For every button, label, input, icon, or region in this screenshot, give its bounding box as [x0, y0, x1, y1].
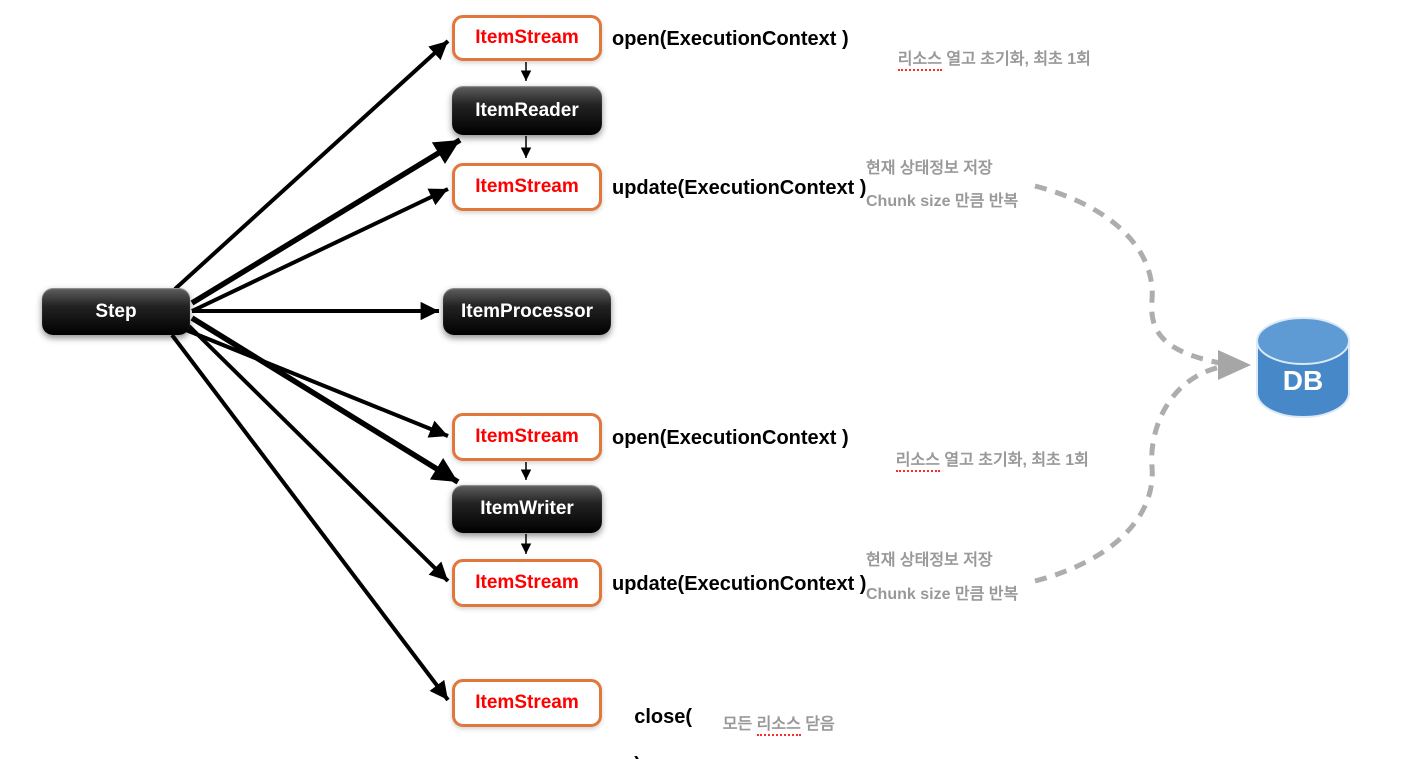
method-close-line2: ) — [634, 754, 641, 759]
method-close-line1: close( — [634, 706, 693, 728]
note-reader-update-line2: Chunk size 만큼 반복 — [866, 193, 1019, 210]
arrow-step-to-itemwriter — [190, 315, 460, 485]
arrow-step-to-itemstream-update-reader — [191, 187, 449, 313]
db-cylinder-top — [1256, 317, 1350, 365]
itemreader-label: ItemReader — [475, 99, 579, 121]
note-rest: 열고 초기화, 최초 1회 — [941, 51, 1091, 68]
arrow-step-to-itemreader — [190, 137, 462, 306]
arrow-step-to-itemstream-update-writer — [187, 324, 450, 583]
dashed-arrowhead-to-db — [1218, 350, 1251, 380]
itemstream-label: ItemStream — [475, 27, 579, 48]
itemstream-label: ItemStream — [475, 692, 579, 713]
method-update-writer: update(ExecutionContext ) — [612, 573, 867, 595]
itemwriter-node: ItemWriter — [452, 485, 602, 533]
itemstream-update-reader-node: ItemStream — [452, 163, 602, 211]
itemstream-close-node: ItemStream — [452, 679, 602, 727]
note-writer-update-line1: 현재 상태정보 저장 — [866, 552, 993, 569]
note-close: 모든 리소스 닫음 — [705, 692, 835, 752]
note-rest: 열고 초기화, 최초 1회 — [939, 452, 1089, 469]
note-prefix: 모든 — [722, 716, 757, 733]
itemwriter-label: ItemWriter — [480, 498, 574, 519]
dashed-arrow-reader-update-to-db — [1034, 183, 1221, 366]
itemstream-label: ItemStream — [475, 176, 579, 197]
itemstream-label: ItemStream — [475, 426, 579, 447]
itemstream-open-writer-node: ItemStream — [452, 413, 602, 461]
method-open-writer: open(ExecutionContext ) — [612, 427, 849, 449]
db-cylinder: DB — [1256, 317, 1350, 418]
note-highlight: 리소스 — [756, 716, 801, 736]
dashed-arrow-writer-update-to-db — [1034, 364, 1221, 584]
itemprocessor-node: ItemProcessor — [443, 288, 611, 335]
arrow-step-to-itemstream-open-reader — [173, 39, 450, 291]
note-suffix: 닫음 — [800, 716, 835, 733]
itemstream-open-reader-node: ItemStream — [452, 15, 602, 61]
step-node: Step — [42, 288, 190, 335]
note-writer-update-line2: Chunk size 만큼 반복 — [866, 586, 1019, 603]
method-close: close( ) — [612, 681, 692, 759]
step-label: Step — [95, 300, 137, 322]
db-label: DB — [1283, 365, 1323, 396]
arrow-step-to-itemstream-open-writer — [185, 328, 449, 438]
itemstream-update-writer-node: ItemStream — [452, 559, 602, 607]
note-reader-update-line1: 현재 상태정보 저장 — [866, 160, 993, 177]
itemprocessor-label: ItemProcessor — [460, 300, 593, 322]
method-open-reader: open(ExecutionContext ) — [612, 28, 849, 50]
arrow-step-to-itemstream-close — [170, 333, 450, 702]
method-update-reader: update(ExecutionContext ) — [612, 177, 867, 199]
note-writer-open: 리소스 열고 초기화, 최초 1회 — [878, 428, 1089, 488]
note-highlight: 리소스 — [897, 51, 942, 71]
note-reader-open: 리소스 열고 초기화, 최초 1회 — [880, 27, 1091, 87]
itemstream-label: ItemStream — [475, 572, 579, 593]
note-highlight: 리소스 — [895, 452, 940, 472]
itemreader-node: ItemReader — [452, 86, 602, 135]
